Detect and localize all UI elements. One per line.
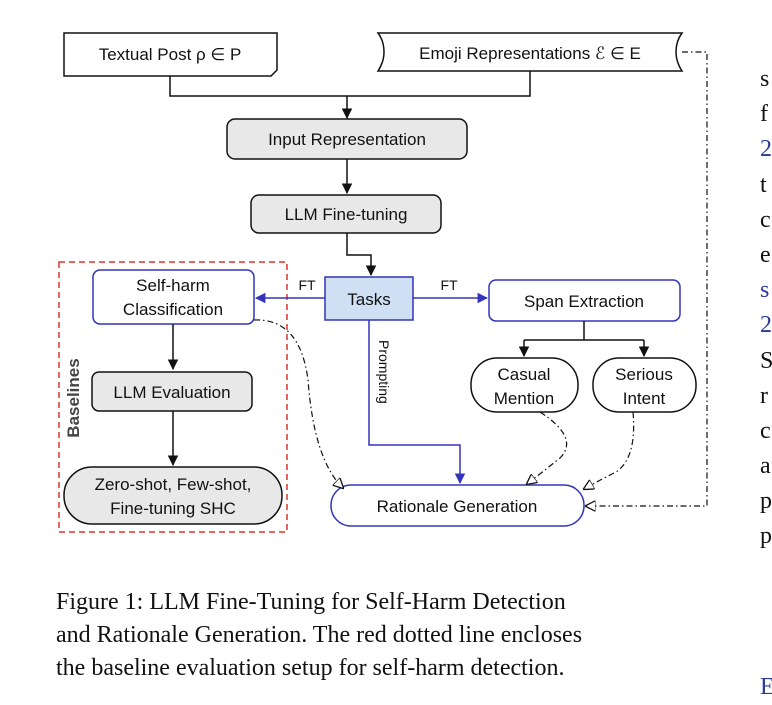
right-column-char: a	[760, 453, 771, 480]
ft-left-label: FT	[298, 277, 316, 293]
right-column-char: p	[760, 523, 772, 550]
caption-line-1: Figure 1: LLM Fine-Tuning for Self-Harm …	[56, 589, 566, 615]
post-to-merge-line	[169, 76, 347, 97]
textual-post-label: Textual Post ρ ∈ P	[99, 45, 242, 64]
right-column-char: f	[760, 101, 768, 128]
serious-label-line2: Intent	[623, 389, 666, 408]
serious-to-rationale-connector	[584, 411, 635, 489]
casual-to-rationale-connector	[527, 411, 568, 484]
llm-evaluation-label: LLM Evaluation	[113, 383, 230, 402]
right-column-char: c	[760, 417, 771, 444]
right-column-char: t	[760, 171, 767, 198]
casual-label-line2: Mention	[494, 389, 554, 408]
rationale-generation-box	[330, 484, 585, 527]
serious-label-line1: Serious	[615, 365, 673, 384]
caption-line-2: and Rationale Generation. The red dotted…	[56, 622, 583, 648]
right-column-text: s f 2 t c e s 2 S r c a p p E	[760, 62, 772, 700]
right-column-heading-char: E	[760, 674, 772, 700]
llm-finetuning-box	[250, 194, 442, 234]
input-representation-label: Input Representation	[268, 130, 426, 149]
llm-evaluation-box	[91, 371, 253, 412]
self-harm-label-line2: Classification	[123, 300, 223, 319]
ft-right-label: FT	[440, 277, 458, 293]
baselines-region	[58, 261, 288, 533]
serious-intent-box	[592, 357, 697, 413]
figure-caption: Figure 1: LLM Fine-Tuning for Self-Harm …	[56, 586, 726, 685]
caption-line-3: the baseline evaluation setup for self-h…	[56, 655, 565, 681]
emoji-to-rationale-connector	[586, 51, 708, 506]
right-column-char: s	[760, 277, 770, 304]
right-column-char: 2	[760, 136, 772, 163]
baselines-label: Baselines	[64, 358, 83, 437]
right-column-char: e	[760, 241, 771, 268]
right-column-char: r	[760, 382, 768, 409]
right-column-char: 2	[760, 312, 772, 339]
llm-finetuning-label: LLM Fine-tuning	[285, 205, 408, 224]
rationale-generation-label: Rationale Generation	[377, 497, 538, 516]
tasks-label: Tasks	[347, 290, 390, 309]
right-column-char: s	[760, 66, 770, 92]
casual-mention-box	[470, 357, 579, 413]
self-harm-label-line1: Self-harm	[136, 276, 210, 295]
span-extraction-label: Span Extraction	[524, 292, 644, 311]
zero-shot-results-box	[63, 466, 283, 525]
selfharm-to-rationale-connector	[253, 319, 343, 488]
right-column-char: p	[760, 488, 772, 515]
emoji-representations-label: Emoji Representations ℰ ∈ E	[419, 44, 641, 63]
prompting-label: Prompting	[376, 340, 392, 404]
emoji-representations-box	[376, 32, 684, 72]
zero-shot-label-line2: Fine-tuning SHC	[110, 499, 236, 518]
casual-label-line1: Casual	[498, 365, 551, 384]
tasks-to-rationale-arrow	[368, 320, 466, 485]
zero-shot-label-line1: Zero-shot, Few-shot,	[95, 475, 252, 494]
right-column-char: S	[760, 347, 772, 374]
emoji-to-merge-line	[347, 71, 531, 97]
right-column-char: c	[760, 206, 771, 233]
textual-post-box	[63, 32, 278, 77]
finetune-to-tasks-arrow	[346, 233, 377, 277]
